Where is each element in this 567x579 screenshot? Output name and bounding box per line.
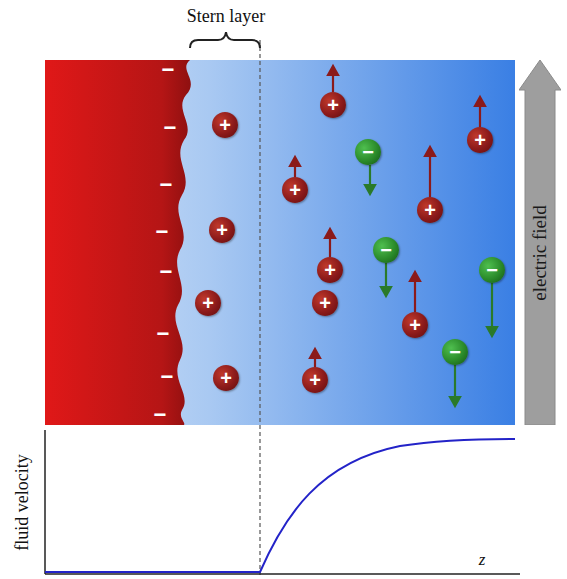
charge-sign: + bbox=[309, 370, 321, 390]
surface-charge: − bbox=[161, 364, 174, 390]
charge-sign: + bbox=[409, 315, 421, 335]
cation: + bbox=[213, 365, 239, 391]
charge-sign: − bbox=[362, 142, 374, 162]
charge-sign: + bbox=[319, 293, 331, 313]
surface-charge: − bbox=[160, 172, 173, 198]
cation: + bbox=[209, 217, 235, 243]
anion: − bbox=[373, 237, 399, 263]
charged-wall bbox=[45, 60, 191, 425]
stern-layer-label: Stern layer bbox=[187, 6, 265, 27]
charge-sign: + bbox=[424, 200, 436, 220]
charge-sign: + bbox=[327, 95, 339, 115]
cation: + bbox=[317, 257, 343, 283]
anion: − bbox=[442, 339, 468, 365]
stern-boundary bbox=[259, 40, 260, 575]
charge-sign: + bbox=[219, 115, 231, 135]
charge-sign: + bbox=[202, 293, 214, 313]
cation: + bbox=[212, 112, 238, 138]
cation: + bbox=[312, 290, 338, 316]
charge-sign: + bbox=[289, 180, 301, 200]
surface-charge: − bbox=[162, 57, 175, 83]
velocity-profile bbox=[45, 439, 515, 572]
field-arrow: electric field bbox=[519, 60, 561, 425]
charge-sign: − bbox=[486, 260, 498, 280]
y-axis bbox=[44, 430, 46, 574]
axis-label: z bbox=[479, 550, 486, 570]
charge-sign: − bbox=[449, 342, 461, 362]
liquid-region bbox=[45, 60, 515, 425]
cation: + bbox=[195, 290, 221, 316]
charge-sign: − bbox=[380, 240, 392, 260]
cation-velocity-arrows bbox=[290, 66, 485, 367]
stern-brace bbox=[190, 32, 260, 48]
charge-sign: + bbox=[220, 368, 232, 388]
charge-sign: + bbox=[324, 260, 336, 280]
surface-charge: − bbox=[160, 259, 173, 285]
anion-velocity-arrows bbox=[365, 165, 497, 406]
cation: + bbox=[417, 197, 443, 223]
anion: − bbox=[355, 139, 381, 165]
surface-charge: − bbox=[156, 219, 169, 245]
charge-sign: + bbox=[216, 220, 228, 240]
cation: + bbox=[467, 127, 493, 153]
surface-charge: − bbox=[154, 402, 167, 428]
cation: + bbox=[402, 312, 428, 338]
axis-label: fluid velocity bbox=[12, 454, 33, 550]
cation: + bbox=[282, 177, 308, 203]
surface-charge: − bbox=[164, 115, 177, 141]
cation: + bbox=[320, 92, 346, 118]
field-label: electric field bbox=[529, 205, 551, 300]
surface-charge: − bbox=[157, 321, 170, 347]
charge-sign: + bbox=[474, 130, 486, 150]
x-axis bbox=[45, 573, 520, 575]
anion: − bbox=[479, 257, 505, 283]
cation: + bbox=[302, 367, 328, 393]
